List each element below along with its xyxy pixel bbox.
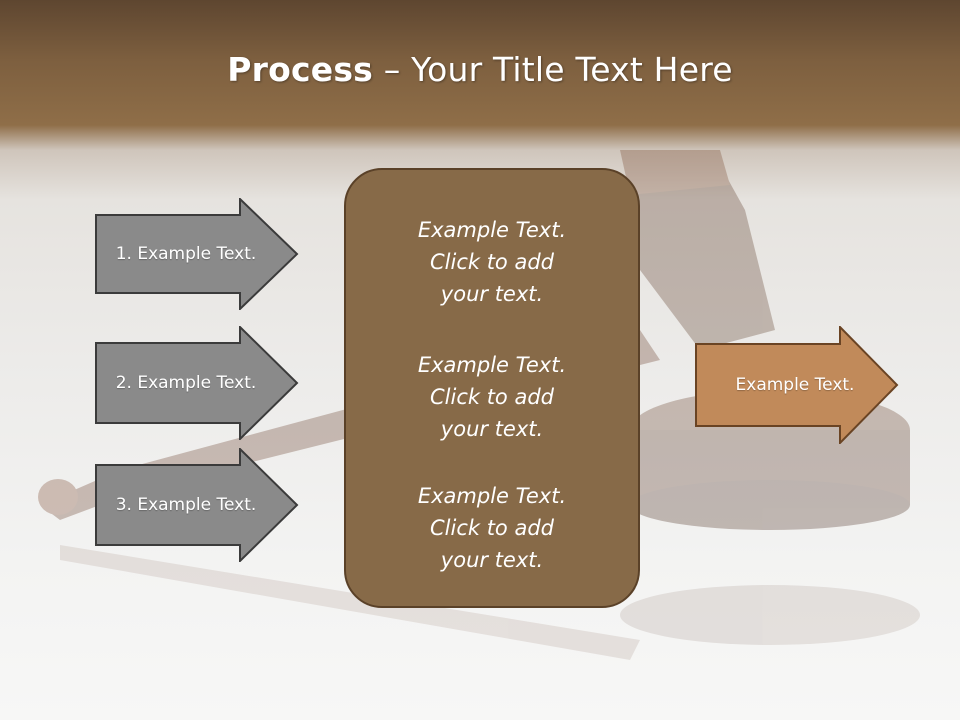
left-arrow-1[interactable]: 1. Example Text.: [95, 198, 300, 310]
center-paragraph-2: Example Text. Click to add your text.: [346, 349, 638, 445]
right-arrow-shape-icon: [95, 326, 299, 440]
paragraph-line: Click to add: [429, 385, 554, 409]
slide-title: Process – Your Title Text Here: [0, 50, 960, 89]
right-arrow-shape-icon: [95, 198, 299, 310]
right-arrow-shape-icon: [695, 326, 899, 444]
left-arrow-3[interactable]: 3. Example Text.: [95, 448, 300, 562]
paragraph-line: Click to add: [429, 516, 554, 540]
paragraph-line: Click to add: [429, 250, 554, 274]
left-arrow-label: 3. Example Text.: [115, 495, 257, 515]
title-rest: – Your Title Text Here: [373, 50, 733, 89]
right-output-arrow[interactable]: Example Text.: [695, 326, 900, 444]
right-arrow-label: Example Text.: [735, 375, 855, 395]
left-arrow-label: 2. Example Text.: [115, 373, 257, 393]
paragraph-line: your text.: [440, 282, 544, 306]
paragraph-line: your text.: [440, 417, 544, 441]
paragraph-line: Example Text.: [417, 484, 567, 508]
center-paragraph-3: Example Text. Click to add your text.: [346, 480, 638, 576]
left-arrow-2[interactable]: 2. Example Text.: [95, 326, 300, 440]
center-paragraph-1: Example Text. Click to add your text.: [346, 214, 638, 310]
paragraph-line: Example Text.: [417, 218, 567, 242]
center-content-box[interactable]: Example Text. Click to add your text. Ex…: [344, 168, 640, 608]
title-bold: Process: [227, 50, 374, 89]
paragraph-line: Example Text.: [417, 353, 567, 377]
left-arrow-label: 1. Example Text.: [115, 244, 257, 264]
right-arrow-shape-icon: [95, 448, 299, 562]
paragraph-line: your text.: [440, 548, 544, 572]
